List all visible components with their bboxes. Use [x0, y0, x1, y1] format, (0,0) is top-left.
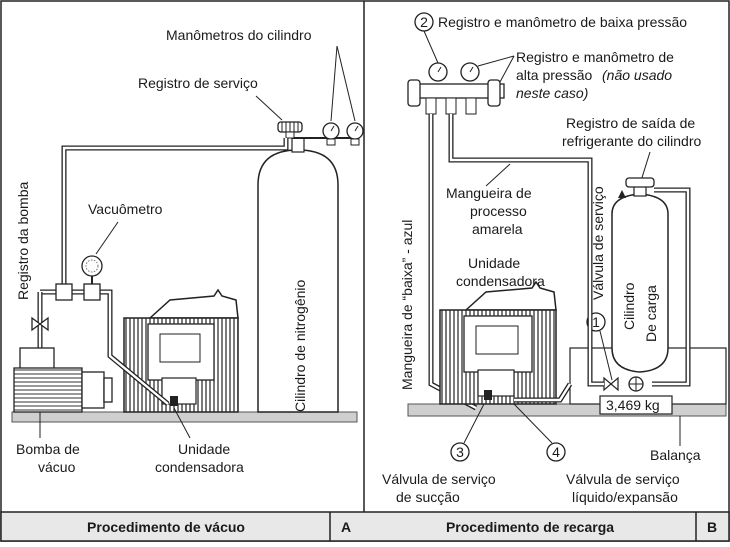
vacuum-gauge-icon: [81, 255, 103, 277]
service-valve-label-a: Registro de serviço: [138, 75, 258, 91]
panel-a: Cilindro de nitrogênio Registro de servi…: [11, 27, 364, 475]
vacuum-pump-label-1: Bomba de: [16, 441, 80, 457]
low-pressure-manifold-label: Registro e manômetro de baixa pressão: [438, 14, 687, 30]
service-valve-label-b: Válvula de serviço: [590, 186, 606, 300]
high-pressure-label-2: alta pressão: [516, 67, 592, 83]
scale-display: [599, 395, 673, 415]
panel-b: 2 Registro e manômetro de baixa pressão …: [382, 12, 727, 505]
tee-fitting-a: [40, 283, 113, 330]
caption-letter-b: B: [707, 519, 717, 535]
suction-valve-label-2: de sucção: [396, 489, 460, 505]
liquid-valve-label-2: líquido/expansão: [572, 489, 678, 505]
condensing-unit-label-a-2: condensadora: [155, 459, 244, 475]
process-hose-label-3: amarela: [472, 221, 523, 237]
pump-valve-label: Registro da bomba: [15, 181, 31, 300]
liquid-valve-label-1: Válvula de serviço: [566, 471, 680, 487]
manifold: [407, 62, 505, 115]
callout-1-number: 1: [592, 314, 600, 330]
scale-reading: 3,469 kg: [606, 397, 660, 413]
cylinder-gauges: [322, 122, 364, 146]
low-hose-label: Mangueira de “baixa” - azul: [399, 220, 415, 390]
vacuum-gauge-label: Vacuômetro: [88, 201, 163, 217]
high-pressure-label-1: Registro e manômetro de: [516, 49, 674, 65]
condensing-unit-label-b-1: Unidade: [468, 255, 520, 271]
high-pressure-note-1: (não usado: [602, 67, 672, 83]
charging-cylinder-label-2: De carga: [643, 285, 659, 342]
charging-cylinder: Cilindro De carga: [611, 177, 669, 373]
vacuum-pump-label-2: vácuo: [38, 459, 76, 475]
caption-recharge: Procedimento de recarga: [446, 519, 614, 535]
condensing-unit-label-b-2: condensadora: [456, 273, 545, 289]
leader-service-valve-a: [255, 95, 283, 121]
vacuum-pump: [13, 347, 113, 413]
scale-label: Balança: [650, 447, 701, 463]
callout-3: [450, 442, 470, 462]
cylinder-outlet-label-2: refrigerante do cilindro: [562, 133, 702, 149]
leader-gauge-2: [336, 45, 356, 122]
callout-2-number: 2: [420, 14, 428, 30]
cylinder-outlet-label-1: Registro de saída de: [566, 115, 695, 131]
vacuum-gauge: [81, 255, 103, 284]
cylinder-gauges-label: Manômetros do cilindro: [166, 27, 312, 43]
cylinder-outlet-valve[interactable]: [625, 177, 655, 188]
leader-condensing-unit-a: [173, 407, 191, 439]
service-valve-a[interactable]: [277, 121, 303, 139]
floor-slab-a: [11, 411, 358, 423]
scale-base: [407, 403, 727, 417]
leader-vacuum-gauge: [95, 221, 119, 255]
condensing-unit-label-a-1: Unidade: [178, 441, 230, 457]
charging-cylinder-label-1: Cilindro: [621, 282, 637, 330]
nitrogen-cylinder-label: Cilindro de nitrogênio: [292, 279, 308, 412]
caption-bar: [0, 511, 730, 542]
pump-valve[interactable]: [31, 316, 49, 332]
caption-vacuum: Procedimento de vácuo: [87, 519, 245, 535]
process-hose-label-2: processo: [470, 203, 527, 219]
condensing-unit-a: [123, 288, 239, 413]
callout-4-number: 4: [552, 444, 560, 460]
nitrogen-cylinder: Cilindro de nitrogênio: [257, 137, 352, 413]
high-pressure-note-2: neste caso): [516, 85, 588, 101]
callout-4: [546, 442, 566, 462]
leader-gauge-1: [330, 45, 338, 122]
suction-valve-label-1: Válvula de serviço: [382, 471, 496, 487]
caption-letter-a: A: [341, 519, 351, 535]
callout-3-number: 3: [456, 444, 464, 460]
condensing-unit-b: [439, 280, 557, 405]
cylinder-service-valve[interactable]: [603, 376, 644, 392]
process-hose-label-1: Mangueira de: [446, 185, 532, 201]
